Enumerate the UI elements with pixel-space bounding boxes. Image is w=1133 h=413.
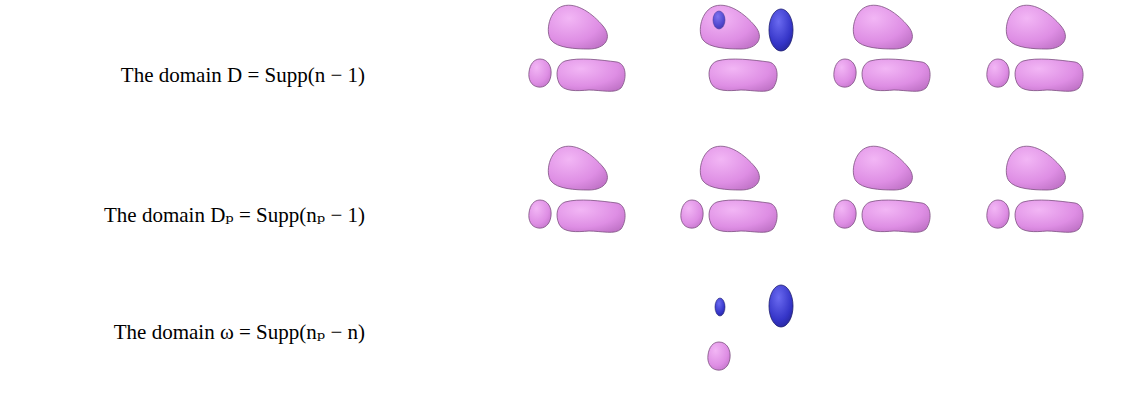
blob-group	[529, 146, 625, 232]
blob-group	[834, 5, 930, 91]
blob	[709, 59, 777, 91]
blob-group	[834, 146, 930, 232]
blue-inclusion	[769, 285, 793, 327]
row-label: The domain ω = Supp(nₚ − n)	[114, 320, 365, 345]
blob-group	[681, 146, 777, 232]
blob-group	[529, 5, 625, 91]
blob	[700, 5, 759, 49]
blue-inclusion	[769, 9, 793, 51]
row-label: The domain D = Supp(n − 1)	[121, 63, 365, 88]
row-label: The domain Dₚ = Supp(nₚ − 1)	[104, 203, 365, 228]
blue-inclusion	[715, 298, 725, 316]
blob-group	[987, 5, 1083, 91]
blob-group	[987, 146, 1083, 232]
blue-inclusion	[713, 11, 725, 29]
blob	[708, 342, 730, 370]
